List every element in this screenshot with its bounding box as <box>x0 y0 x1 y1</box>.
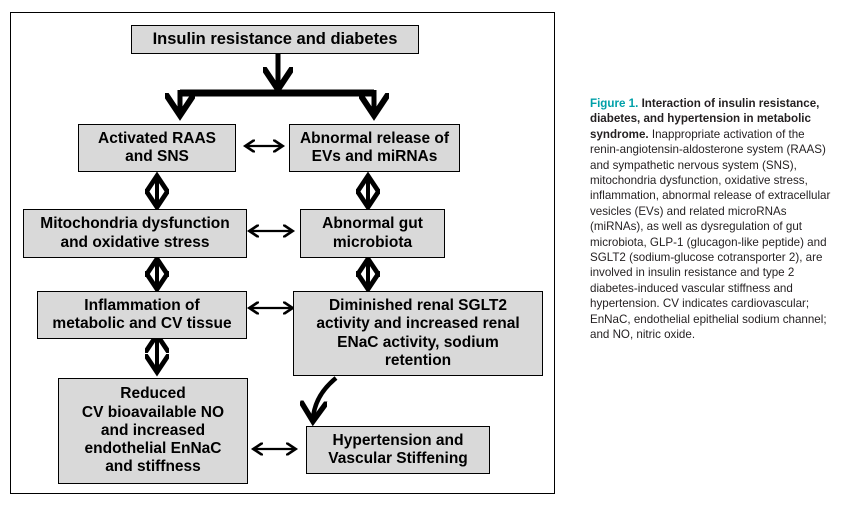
caption-title: Interaction of insulin resistance, diabe… <box>590 97 820 141</box>
box-reduced-no: Reduced CV bioavailable NO and increased… <box>58 378 248 484</box>
box-mitochondria: Mitochondria dysfunction and oxidative s… <box>23 209 247 258</box>
box-evs-mirnas: Abnormal release of EVs and miRNAs <box>289 124 460 172</box>
box-sglt2: Diminished renal SGLT2 activity and incr… <box>293 291 543 376</box>
diagram-arrows <box>10 54 557 496</box>
box-hypertension: Hypertension and Vascular Stiffening <box>306 426 490 474</box>
arrow-sglt2-htn <box>313 376 338 420</box>
box-inflammation: Inflammation of metabolic and CV tissue <box>37 291 247 339</box>
box-raas-sns: Activated RAAS and SNS <box>78 124 236 172</box>
caption-label: Figure 1. <box>590 97 639 110</box>
diagram-frame <box>10 12 555 494</box>
caption-body: Inappropriate activation of the renin-an… <box>590 127 831 342</box>
figure-caption: Figure 1. Interaction of insulin resista… <box>590 96 835 343</box>
box-gut-microbiota: Abnormal gut microbiota <box>300 209 445 258</box>
box-insulin-resistance: Insulin resistance and diabetes <box>131 25 419 54</box>
flow-diagram: Insulin resistance and diabetes Activate… <box>10 12 557 496</box>
